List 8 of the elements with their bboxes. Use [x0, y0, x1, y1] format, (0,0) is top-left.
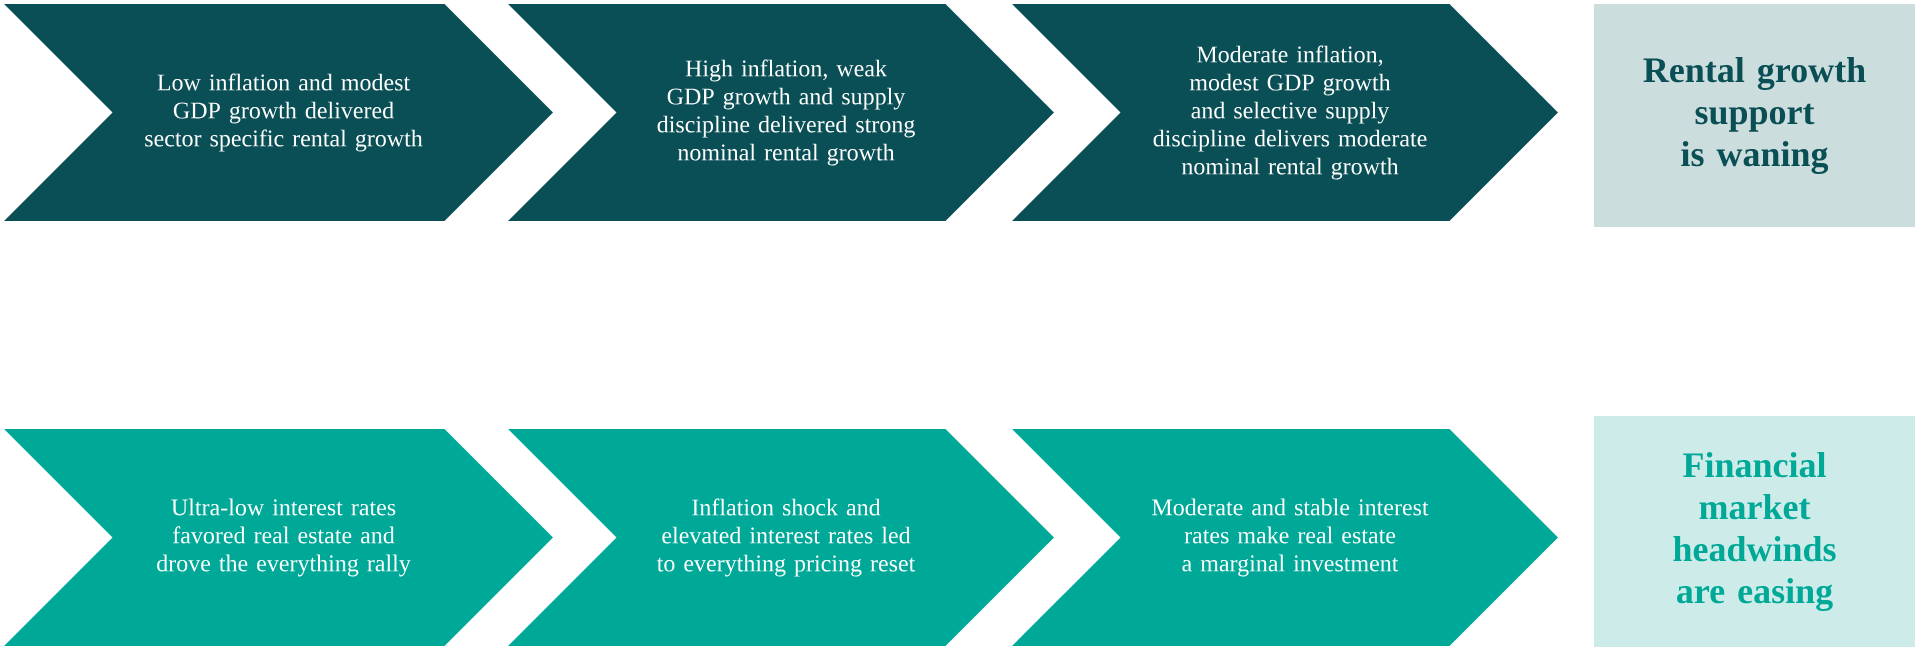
heading-box: Financial market headwinds are easing — [1594, 416, 1915, 647]
chevron-step: Low inflation and modest GDP growth delivered sector specific rental growth — [4, 4, 553, 221]
heading-box: Rental growth support is waning — [1594, 4, 1915, 227]
chevron-step: Inflation shock and elevated interest rates led to everything pricing reset — [508, 429, 1054, 646]
chevron-step: Ultra-low interest rates favored real estate and drove the everything rally — [4, 429, 553, 646]
chevron-step: Moderate inflation, modest GDP growth and selective supply discipline delivers moderate nominal rental growth — [1012, 4, 1558, 221]
chevron-step: High inflation, weak GDP growth and supply discipline delivered strong nominal rental growth — [508, 4, 1054, 221]
chevron-step: Moderate and stable interest rates make real estate a marginal investment — [1012, 429, 1558, 646]
